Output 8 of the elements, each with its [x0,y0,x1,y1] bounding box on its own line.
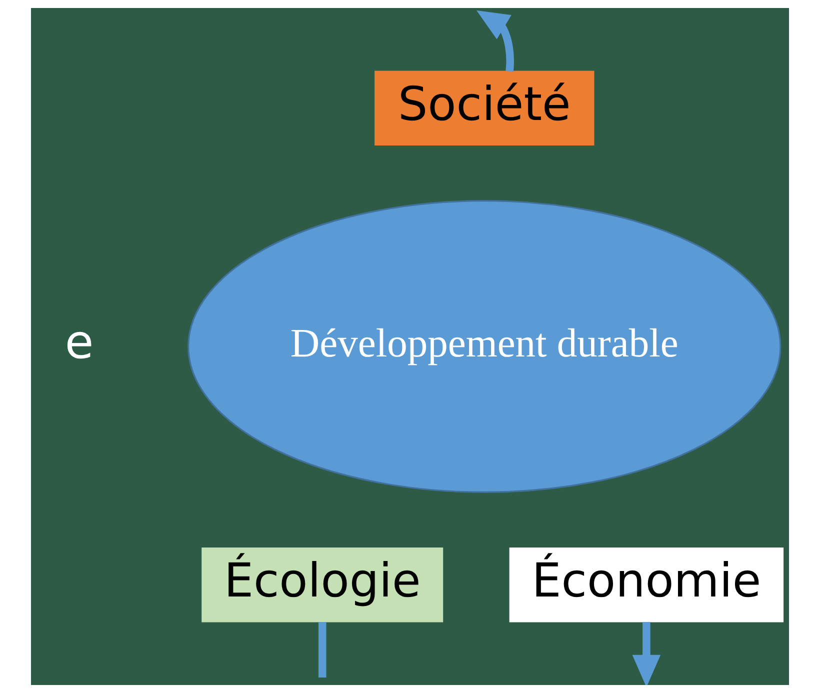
node-box: Écologie [202,548,444,622]
arrow [632,622,661,685]
connector [318,622,326,678]
node-box: Économie [509,548,784,622]
node-ellipse: Développement durable [188,200,782,493]
label: e [64,316,94,370]
node-box: Société [374,70,594,146]
arrow [476,10,514,72]
